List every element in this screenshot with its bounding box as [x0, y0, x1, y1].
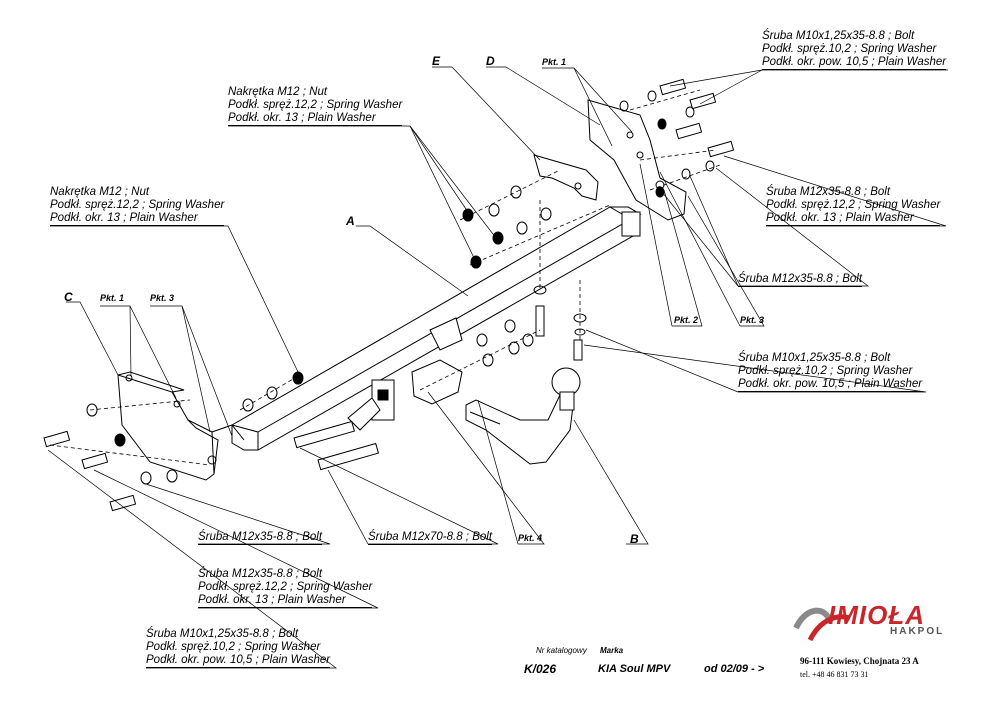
- point-2-right: Pkt. 2: [674, 315, 699, 325]
- part-tag-c: C: [64, 290, 73, 304]
- label-right-mid: Śruba M12x35-8.8 ; Bolt Podkł. spręż.12,…: [766, 186, 941, 226]
- right-bracket-d: [587, 99, 687, 221]
- left-bracket-c: [117, 371, 245, 481]
- ball-mount-b: [465, 367, 581, 465]
- company-logo: IMIOŁA: [828, 600, 925, 630]
- point-4-bottom: Pkt. 4: [518, 533, 543, 543]
- brand-value: KIA Soul MPV: [598, 663, 671, 675]
- company-address: 96-111 Kowiesy, Chojnata 23 A: [800, 656, 919, 666]
- part-tag-d: D: [486, 54, 495, 68]
- point-1-top: Pkt. 1: [542, 57, 567, 67]
- label-right-bolt: Śruba M12x35-8.8 ; Bolt: [738, 273, 863, 287]
- left-bolt-stack: [43, 403, 178, 512]
- logo-mark: [793, 607, 851, 642]
- label-bottom-left: Śruba M10x1,25x35-8.8 ; Bolt Podkł. sprę…: [146, 628, 331, 668]
- part-tag-a: A: [346, 214, 355, 228]
- label-top-right: Śruba M10x1,25x35-8.8 ; Bolt Podkł. sprę…: [762, 30, 947, 70]
- label-bottom-mid: Śruba M12x35-8.8 ; Bolt Podkł. spręż.12,…: [198, 568, 373, 608]
- bracket-e: [533, 154, 599, 201]
- label-bottom-bolt-35: Śruba M12x35-8.8 ; Bolt: [198, 531, 323, 545]
- label-right-lower: Śruba M10x1,25x35-8.8 ; Bolt Podkł. sprę…: [738, 352, 923, 392]
- company-phone: tel. +48 46 831 73 31: [800, 670, 869, 679]
- date-range: od 02/09 - >: [704, 663, 765, 675]
- point-1-left: Pkt. 1: [100, 293, 125, 303]
- catalog-number: K/026: [524, 662, 557, 676]
- socket-plate: [347, 379, 395, 431]
- brand-label: Marka: [600, 646, 624, 655]
- point-3-left: Pkt. 3: [150, 293, 175, 303]
- part-tag-b: B: [630, 532, 639, 546]
- label-bottom-bolt-70: Śruba M12x70-8.8 ; Bolt: [368, 531, 493, 545]
- label-left-mid: Nakrętka M12 ; Nut Podkł. spręż.12,2 ; S…: [50, 186, 225, 226]
- catalog-number-label: Nr katalogowy: [536, 646, 587, 655]
- part-tag-e: E: [432, 54, 441, 68]
- label-top-mid: Nakrętka M12 ; Nut Podkł. spręż.12,2 ; S…: [228, 86, 403, 126]
- point-3-right: Pkt. 3: [740, 315, 765, 325]
- company-sub: HAKPOL: [890, 626, 945, 637]
